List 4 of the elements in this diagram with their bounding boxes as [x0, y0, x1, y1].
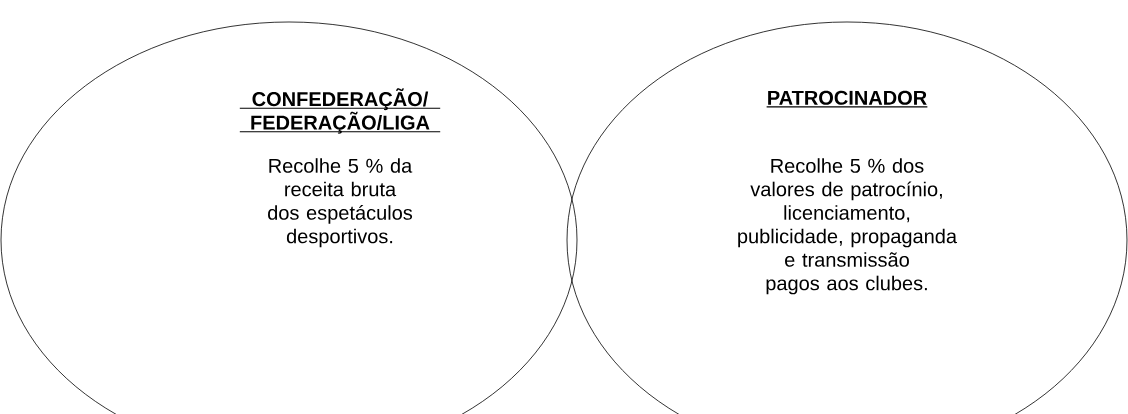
description-text: Recolhe 5 % dos valores de patrocínio, licenciamento, publicidade, propaganda e transmissão pagos aos clubes. — [738, 158, 957, 295]
description-text: Recolhe 5 % da receita bruta dos espetáculos desportivos. — [268, 158, 413, 248]
heading: PATROCINADOR — [766, 90, 928, 108]
heading: CONFEDERAÇÃO/ FEDERAÇÃO/LIGA — [239, 88, 441, 134]
